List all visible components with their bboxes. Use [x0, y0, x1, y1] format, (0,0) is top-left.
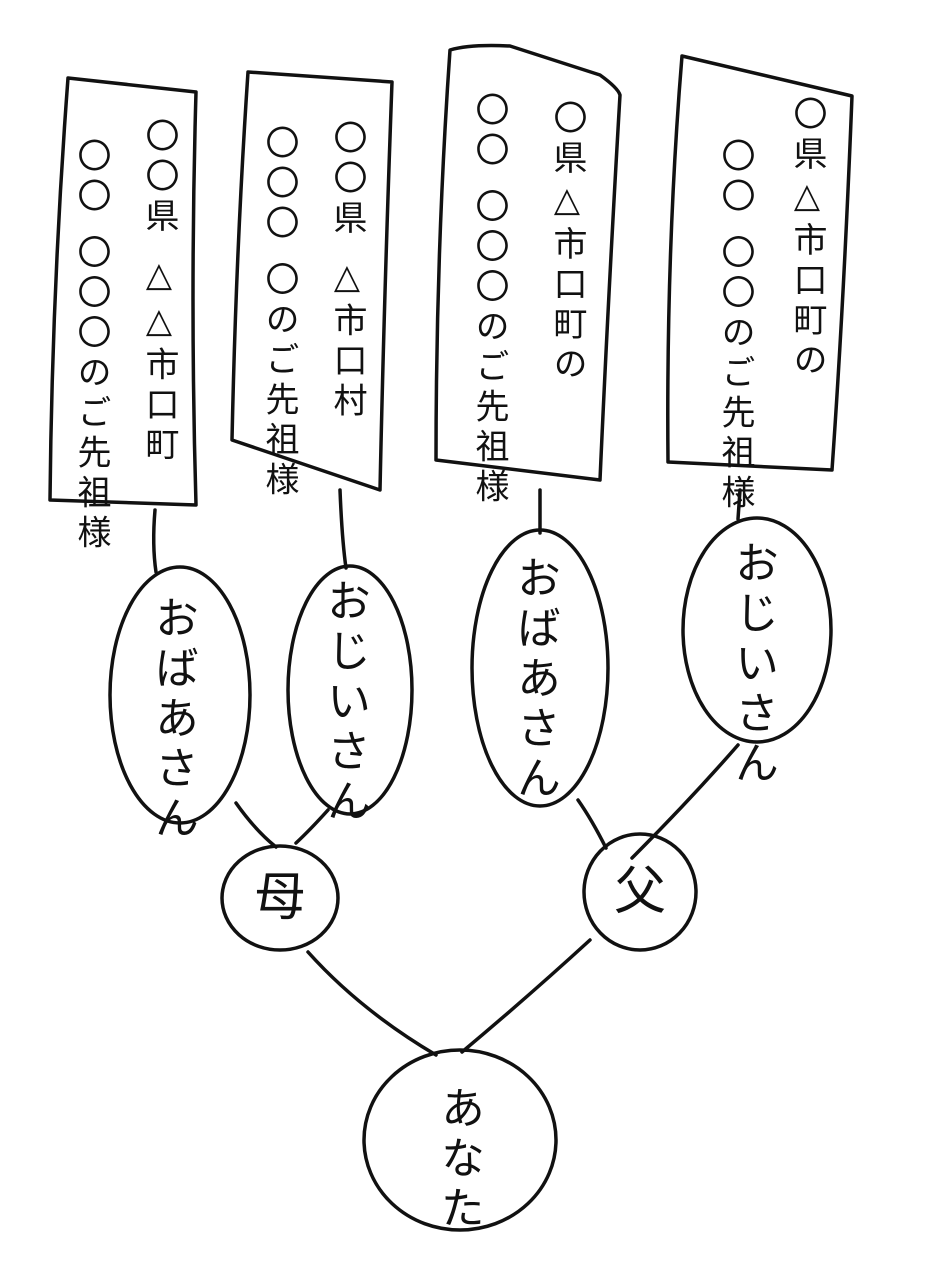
tablet-3-ancestor: 〇〇 〇〇〇のご先祖様: [469, 92, 509, 509]
edge-father-you: [460, 938, 592, 1054]
tablet-2-ancestor: 〇〇〇 〇のご先祖様: [259, 125, 299, 502]
oval-paternal-grandfather: [681, 516, 833, 744]
edge-grandfather-mother: [294, 808, 330, 845]
tablet-3-frame: [434, 43, 622, 482]
edge-mother-you: [306, 950, 438, 1057]
circle-mother: [220, 844, 340, 952]
circle-you: [362, 1048, 558, 1232]
edge-tablet-2-grandfather: [338, 488, 348, 570]
oval-paternal-grandmother: [470, 528, 610, 808]
label-maternal-grandfather: おじいさん: [319, 578, 370, 828]
label-paternal-grandfather: おじいさん: [727, 540, 778, 790]
oval-maternal-grandfather: [286, 564, 414, 816]
circle-father: [582, 832, 698, 952]
edge-tablet-4-grandfather: [736, 488, 742, 521]
edge-grandmother-mother: [234, 801, 278, 849]
tablet-4-place: 〇県△市口町の: [787, 96, 827, 382]
edge-grandmother-father: [576, 798, 608, 850]
label-mother: 母: [253, 868, 306, 928]
label-paternal-grandmother: おばあさん: [509, 555, 560, 805]
oval-maternal-grandmother: [108, 565, 252, 825]
tablet-1-ancestor: 〇〇 〇〇〇のご先祖様: [71, 138, 111, 555]
tablet-3-place: 〇県△市口町の: [547, 100, 587, 386]
label-father: 父: [613, 862, 666, 922]
tablet-1-frame: [48, 76, 198, 507]
tablet-2-place: 〇〇県 △市口村: [327, 120, 367, 423]
edge-tablet-1-grandmother: [151, 508, 158, 574]
tablet-2-frame: [230, 70, 394, 492]
label-maternal-grandmother: おばあさん: [147, 595, 198, 845]
tablet-4-ancestor: 〇〇 〇〇のご先祖様: [715, 138, 755, 515]
tablet-1-place: 〇〇県 △△市口町: [139, 118, 179, 467]
tablet-4-frame: [666, 54, 854, 472]
edge-grandfather-father: [630, 743, 740, 860]
label-you: あなた: [433, 1085, 484, 1235]
